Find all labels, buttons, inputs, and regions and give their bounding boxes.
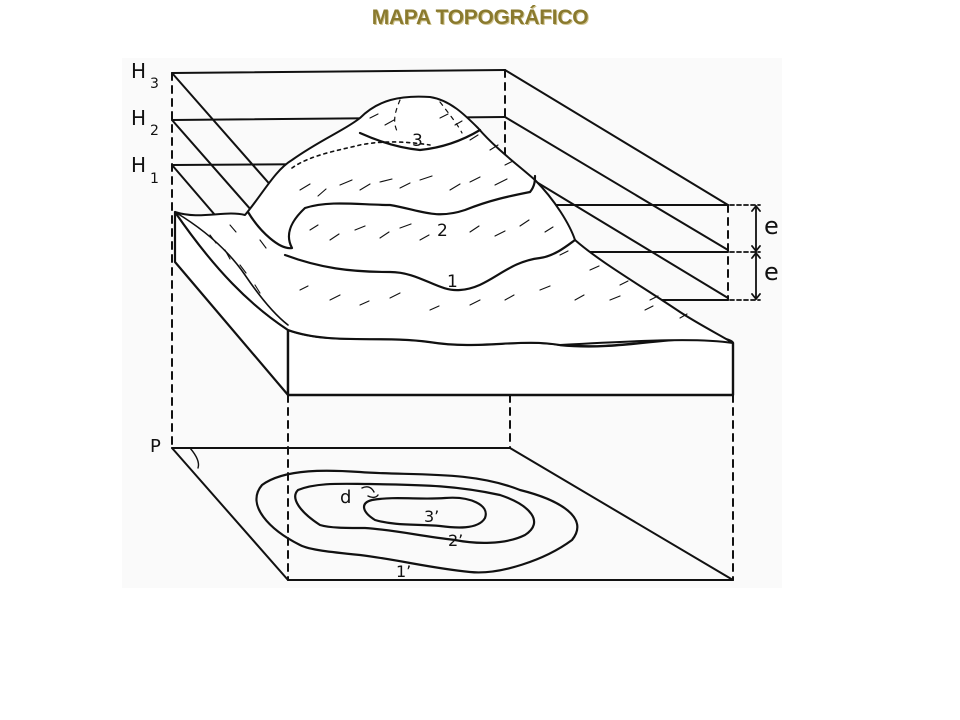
map-contour-1	[255, 469, 579, 574]
slope-hatching	[209, 113, 688, 319]
terrain-summit-hatch	[394, 99, 463, 134]
label-h3-sub: 3	[150, 76, 159, 92]
map-contour-2	[294, 482, 536, 544]
label-contour-1: 1	[447, 272, 458, 292]
page-title: MAPA TOPOGRÁFICO	[371, 6, 589, 29]
map-d-mark	[361, 486, 379, 499]
label-h2: H	[131, 106, 146, 130]
label-contour-3: 3	[412, 131, 423, 151]
terrain-ridge-edge	[174, 211, 289, 326]
map-contour-3	[363, 496, 487, 529]
terrain-contours	[246, 99, 577, 292]
label-map-d: d	[340, 487, 351, 508]
terrain-contour-3	[358, 128, 482, 152]
terrain-block	[173, 95, 735, 397]
plane-angle-arc	[189, 447, 200, 469]
map-contours	[255, 469, 579, 574]
label-interval-lower: e	[764, 258, 779, 286]
interval-bracket	[729, 204, 761, 301]
label-contour-2: 2	[437, 221, 448, 241]
label-map-1: 1’	[396, 562, 411, 581]
terrain-contour-1	[283, 238, 577, 292]
terrain-surface	[174, 95, 734, 346]
label-p: P	[150, 436, 161, 457]
label-h2-sub: 2	[150, 123, 159, 139]
terrain-contour-2-back	[291, 141, 431, 169]
projection-plane	[171, 447, 734, 581]
label-h1: H	[131, 153, 146, 177]
label-map-3: 3’	[424, 507, 439, 526]
label-h1-sub: 1	[150, 171, 159, 187]
terrain-contour-2	[246, 174, 537, 250]
label-h3: H	[131, 59, 146, 83]
label-map-2: 2’	[448, 531, 463, 550]
label-interval-upper: e	[764, 212, 779, 240]
